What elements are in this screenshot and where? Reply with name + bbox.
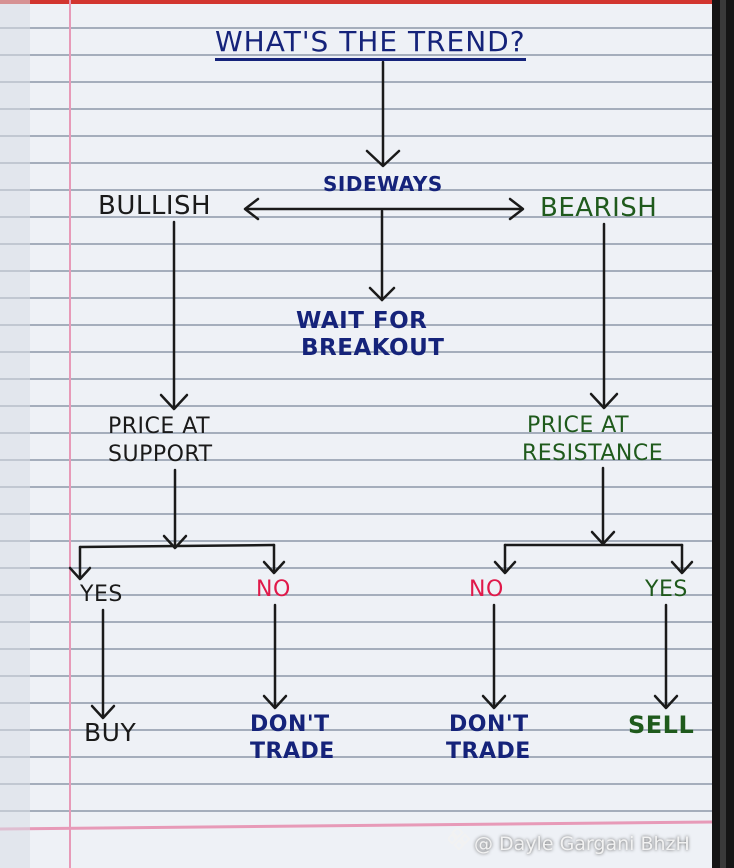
- node-resistance-line2: RESISTANCE: [522, 441, 664, 466]
- node-support-line1: PRICE AT: [108, 414, 211, 439]
- diagram-title: WHAT'S THE TREND?: [215, 27, 526, 62]
- node-left-yes: YES: [80, 582, 123, 607]
- page-edge-highlight: [720, 0, 726, 868]
- ruled-lines: [0, 0, 712, 868]
- node-bullish: BULLISH: [98, 191, 212, 221]
- node-resistance-line1: PRICE AT: [527, 413, 630, 438]
- node-sell: SELL: [628, 711, 695, 739]
- watermark: @ Dayle Gargani BhzH: [446, 826, 690, 855]
- node-right-no: NO: [469, 577, 504, 602]
- node-wait-line1: WAIT FOR: [296, 308, 428, 334]
- node-dont-trade-left-line1: DON'T: [250, 712, 330, 737]
- diamond-logo-icon: [446, 826, 471, 855]
- watermark-text: @ Dayle Gargani BhzH: [474, 833, 690, 855]
- node-buy: BUY: [84, 718, 137, 747]
- flow-arrows: [68, 60, 694, 720]
- node-left-no: NO: [256, 577, 291, 602]
- node-dont-trade-right-line2: TRADE: [446, 739, 531, 764]
- node-sideways: SIDEWAYS: [323, 172, 443, 196]
- node-bearish: BEARISH: [540, 193, 658, 223]
- node-right-yes: YES: [645, 577, 688, 602]
- node-dont-trade-left-line2: TRADE: [250, 739, 335, 764]
- notebook-page: WHAT'S THE TREND? SIDEWAYS BULLISH BEARI…: [0, 0, 712, 868]
- node-dont-trade-right-line1: DON'T: [449, 712, 529, 737]
- node-support-line2: SUPPORT: [108, 442, 213, 467]
- node-wait-line2: BREAKOUT: [301, 335, 445, 361]
